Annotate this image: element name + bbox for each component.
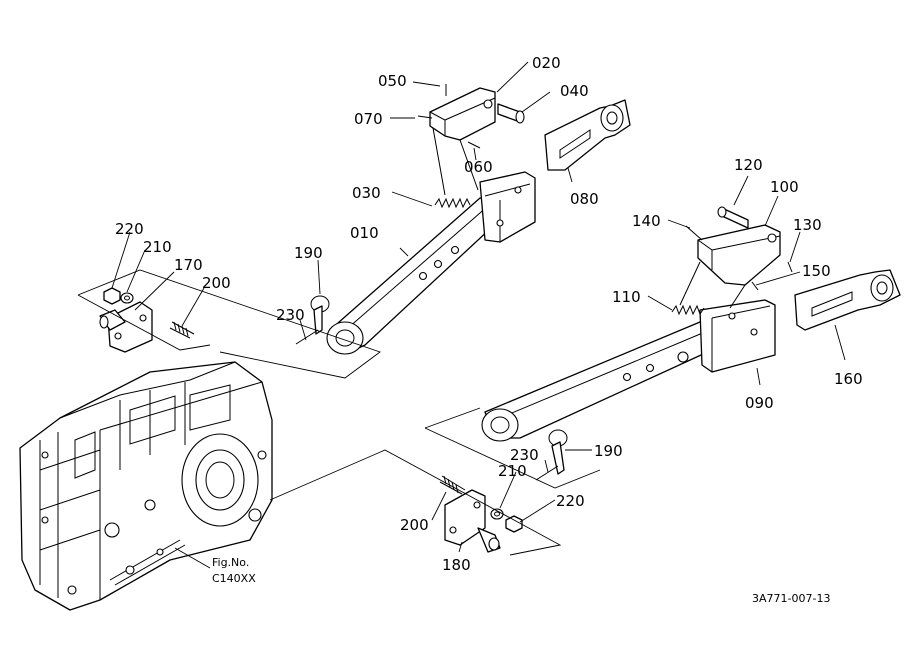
label-210-lower: 210 [498, 462, 527, 480]
nut-220-washer-210-upper [103, 287, 134, 305]
figure-number-code: C140XX [212, 572, 256, 585]
label-080: 080 [570, 190, 599, 208]
pin-230-lower [535, 465, 559, 481]
label-120: 120 [734, 156, 763, 174]
label-220-upper: 220 [115, 220, 144, 238]
label-170: 170 [174, 256, 203, 274]
linch-pin-190-upper [310, 295, 330, 335]
leader-lines [111, 61, 846, 553]
label-230-lower: 230 [510, 446, 539, 464]
link-end-080 [544, 99, 631, 171]
figure-number-label: Fig.No. [212, 556, 249, 569]
stud-200-lower [439, 475, 466, 495]
label-010: 010 [350, 224, 379, 242]
label-180: 180 [442, 556, 471, 574]
transmission-housing [19, 361, 273, 611]
label-060: 060 [464, 158, 493, 176]
label-230-upper: 230 [276, 306, 305, 324]
pin-230-upper [295, 329, 319, 345]
label-140: 140 [632, 212, 661, 230]
label-150: 150 [802, 262, 831, 280]
label-090: 090 [745, 394, 774, 412]
label-110: 110 [612, 288, 641, 306]
label-190-lower: 190 [594, 442, 623, 460]
lower-link-left-010 [326, 171, 536, 355]
label-050: 050 [378, 72, 407, 90]
stud-200-upper [169, 321, 195, 339]
lower-link-right-090 [481, 299, 776, 442]
label-160: 160 [834, 370, 863, 388]
spring-110 [671, 304, 705, 316]
label-200-lower: 200 [400, 516, 429, 534]
pivot-pin-170 [99, 301, 153, 353]
label-220-lower: 220 [556, 492, 585, 510]
pin-040 [497, 103, 525, 124]
figure-reference: Fig.No. C140XX [174, 547, 256, 585]
link-end-160 [794, 269, 901, 331]
label-020: 020 [532, 54, 561, 72]
assembly-reference-lines [77, 269, 601, 556]
label-210-upper: 210 [143, 238, 172, 256]
bracket-100 [679, 224, 781, 309]
nut-220-washer-210-lower [490, 508, 523, 533]
bracket-020 [429, 87, 496, 196]
pin-120 [717, 206, 749, 229]
label-100: 100 [770, 178, 799, 196]
part-labels: 020 050 040 070 060 030 080 010 190 230 … [115, 54, 863, 574]
label-040: 040 [560, 82, 589, 100]
label-130: 130 [793, 216, 822, 234]
spring-030 [434, 197, 471, 209]
label-030: 030 [352, 184, 381, 202]
small-pins-140-130-150 [685, 225, 793, 291]
label-070: 070 [354, 110, 383, 128]
label-190-upper: 190 [294, 244, 323, 262]
small-pins-050-070-060 [417, 84, 481, 149]
drawing-code: 3A771-007-13 [752, 592, 830, 605]
linch-pin-190-lower [548, 429, 568, 475]
pivot-pin-180 [444, 489, 501, 553]
label-200-upper: 200 [202, 274, 231, 292]
